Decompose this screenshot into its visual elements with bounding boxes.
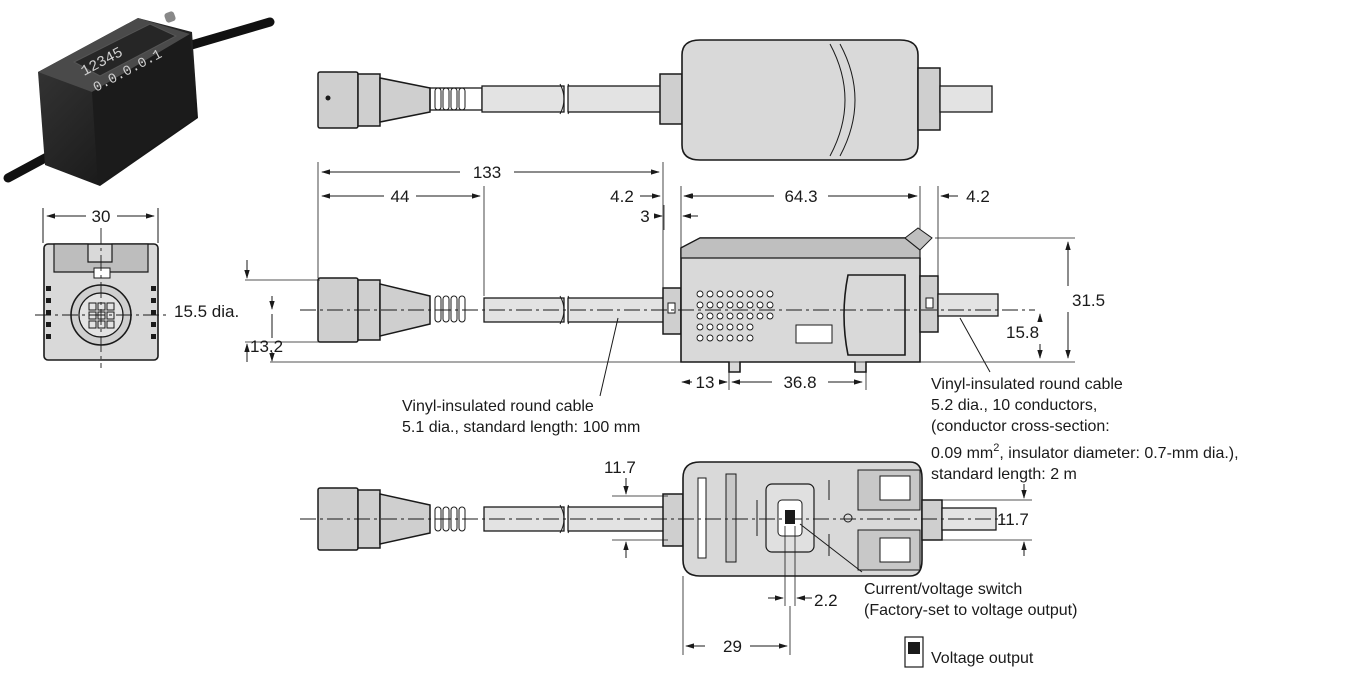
dim-offset-left: 4.2	[610, 187, 634, 206]
left-cable-line1: Vinyl-insulated round cable	[402, 398, 594, 415]
bottom-view: 11.7 11.7 2.2 29	[300, 458, 1032, 656]
dim-connector-center: 13.2	[250, 337, 283, 356]
dim-bottom-cable-left: 11.7	[604, 458, 636, 477]
vent-hole	[726, 334, 734, 342]
vent-hole	[726, 301, 734, 309]
dim-switch-width: 2.2	[814, 591, 838, 610]
dim-cable-height: 15.8	[1006, 323, 1039, 342]
vent-hole	[716, 290, 724, 298]
vent-hole	[746, 301, 754, 309]
right-cable-line4-sup: 2	[993, 442, 999, 454]
vent-hole	[736, 323, 744, 331]
dim-connector-dia: 15.5 dia.	[174, 302, 239, 321]
vent-hole	[736, 301, 744, 309]
right-cable-line3: (conductor cross-section:	[931, 418, 1110, 435]
dim-connector-length: 44	[391, 187, 410, 206]
vent-hole	[746, 334, 754, 342]
right-cable-line5: standard length: 2 m	[931, 466, 1077, 483]
vent-hole	[706, 290, 714, 298]
dim-front-width: 30	[92, 207, 111, 226]
vent-hole	[716, 312, 724, 320]
product-photo: 12345 0.0.0.0.1	[3, 11, 275, 186]
vent-hole	[756, 290, 764, 298]
right-cable-line4-post: , insulator diameter: 0.7-mm dia.),	[999, 445, 1238, 462]
vent-hole	[756, 312, 764, 320]
vent-hole	[736, 334, 744, 342]
switch-line1: Current/voltage switch	[864, 581, 1022, 598]
vent-hole	[726, 290, 734, 298]
switch-line2: (Factory-set to voltage output)	[864, 602, 1077, 619]
vent-hole	[696, 290, 704, 298]
vent-hole	[706, 312, 714, 320]
vent-hole	[706, 334, 714, 342]
switch-note: Current/voltage switch (Factory-set to v…	[864, 581, 1077, 619]
right-cable-line4: 0.09 mm2, insulator diameter: 0.7-mm dia…	[931, 442, 1239, 462]
vent-hole	[756, 301, 764, 309]
vent-hole	[716, 334, 724, 342]
dim-gap: 3	[640, 207, 649, 226]
vent-hole	[746, 323, 754, 331]
vent-hole	[746, 290, 754, 298]
left-cable-line2: 5.1 dia., standard length: 100 mm	[402, 419, 640, 436]
vent-hole	[766, 290, 774, 298]
front-view: 30	[35, 207, 168, 368]
vent-hole	[716, 323, 724, 331]
right-cable-line4-pre: 0.09 mm	[931, 445, 993, 462]
vent-hole	[766, 312, 774, 320]
right-cable-note: Vinyl-insulated round cable 5.2 dia., 10…	[931, 376, 1239, 483]
vent-hole	[726, 323, 734, 331]
vent-hole	[766, 301, 774, 309]
vent-hole	[716, 301, 724, 309]
dim-foot-offset: 13	[696, 373, 715, 392]
vent-hole	[696, 301, 704, 309]
vent-hole	[736, 312, 744, 320]
dim-overall-length: 133	[473, 163, 501, 182]
dim-foot-spacing: 36.8	[783, 373, 816, 392]
right-cable-line2: 5.2 dia., 10 conductors,	[931, 397, 1097, 414]
vent-hole	[736, 290, 744, 298]
right-cable-line1: Vinyl-insulated round cable	[931, 376, 1123, 393]
side-view: 133 44 4.2 3 64.3 4.2	[174, 162, 1105, 397]
vent-hole	[706, 323, 714, 331]
dim-offset-right: 4.2	[966, 187, 990, 206]
vent-hole	[706, 301, 714, 309]
vent-hole	[696, 323, 704, 331]
legend-voltage-label: Voltage output	[931, 650, 1034, 667]
vent-hole	[696, 334, 704, 342]
dim-switch-offset: 29	[723, 637, 742, 656]
left-cable-note: Vinyl-insulated round cable 5.1 dia., st…	[402, 398, 640, 436]
vent-hole	[726, 312, 734, 320]
vent-hole	[746, 312, 754, 320]
top-view	[317, 39, 993, 161]
dim-body-length: 64.3	[784, 187, 817, 206]
voltage-output-legend: Voltage output	[904, 636, 1034, 668]
dim-bottom-cable-right: 11.7	[997, 510, 1029, 529]
dim-height: 31.5	[1072, 291, 1105, 310]
vent-hole	[696, 312, 704, 320]
